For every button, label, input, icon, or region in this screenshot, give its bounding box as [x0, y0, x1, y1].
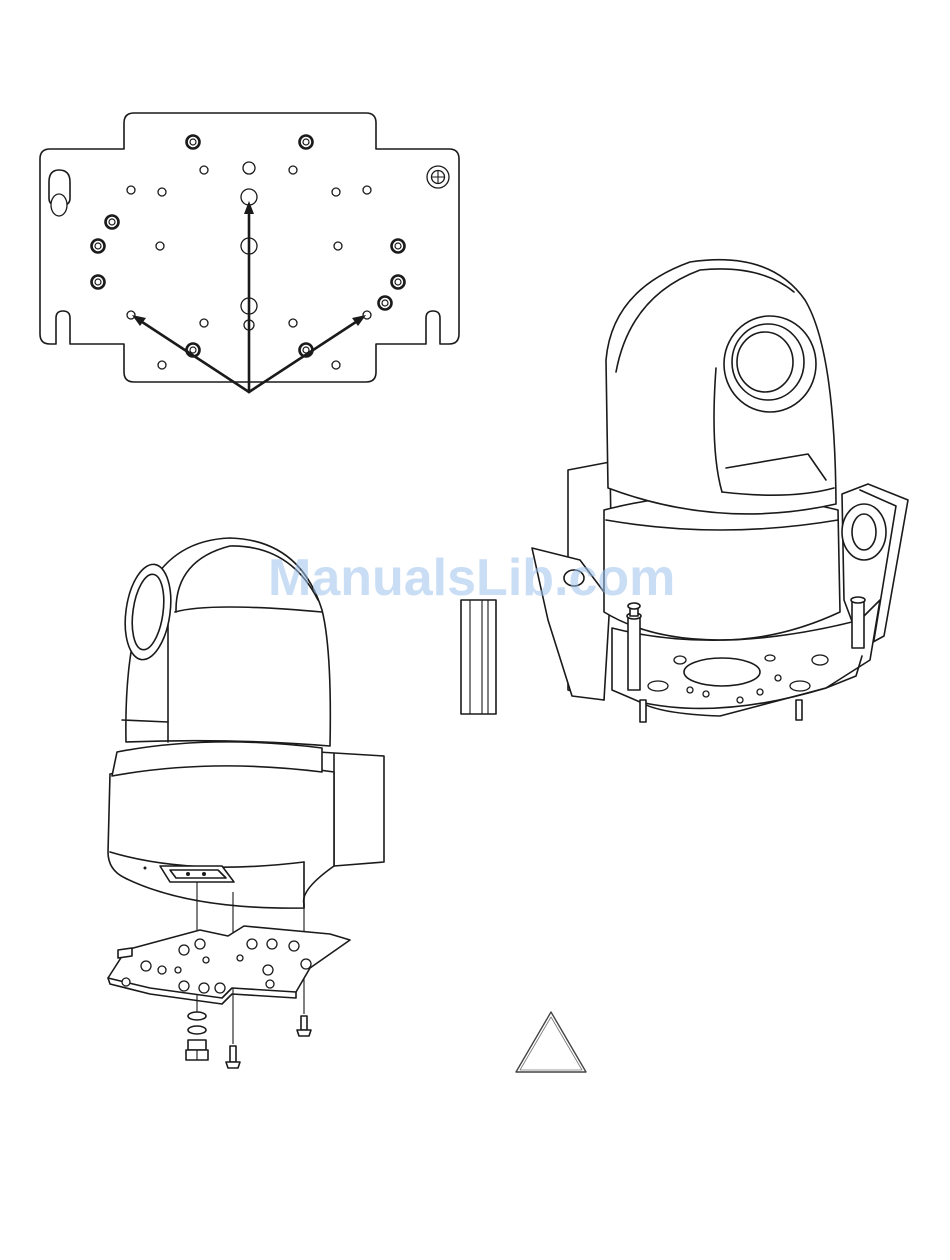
warning-triangle-icon [516, 1012, 586, 1072]
